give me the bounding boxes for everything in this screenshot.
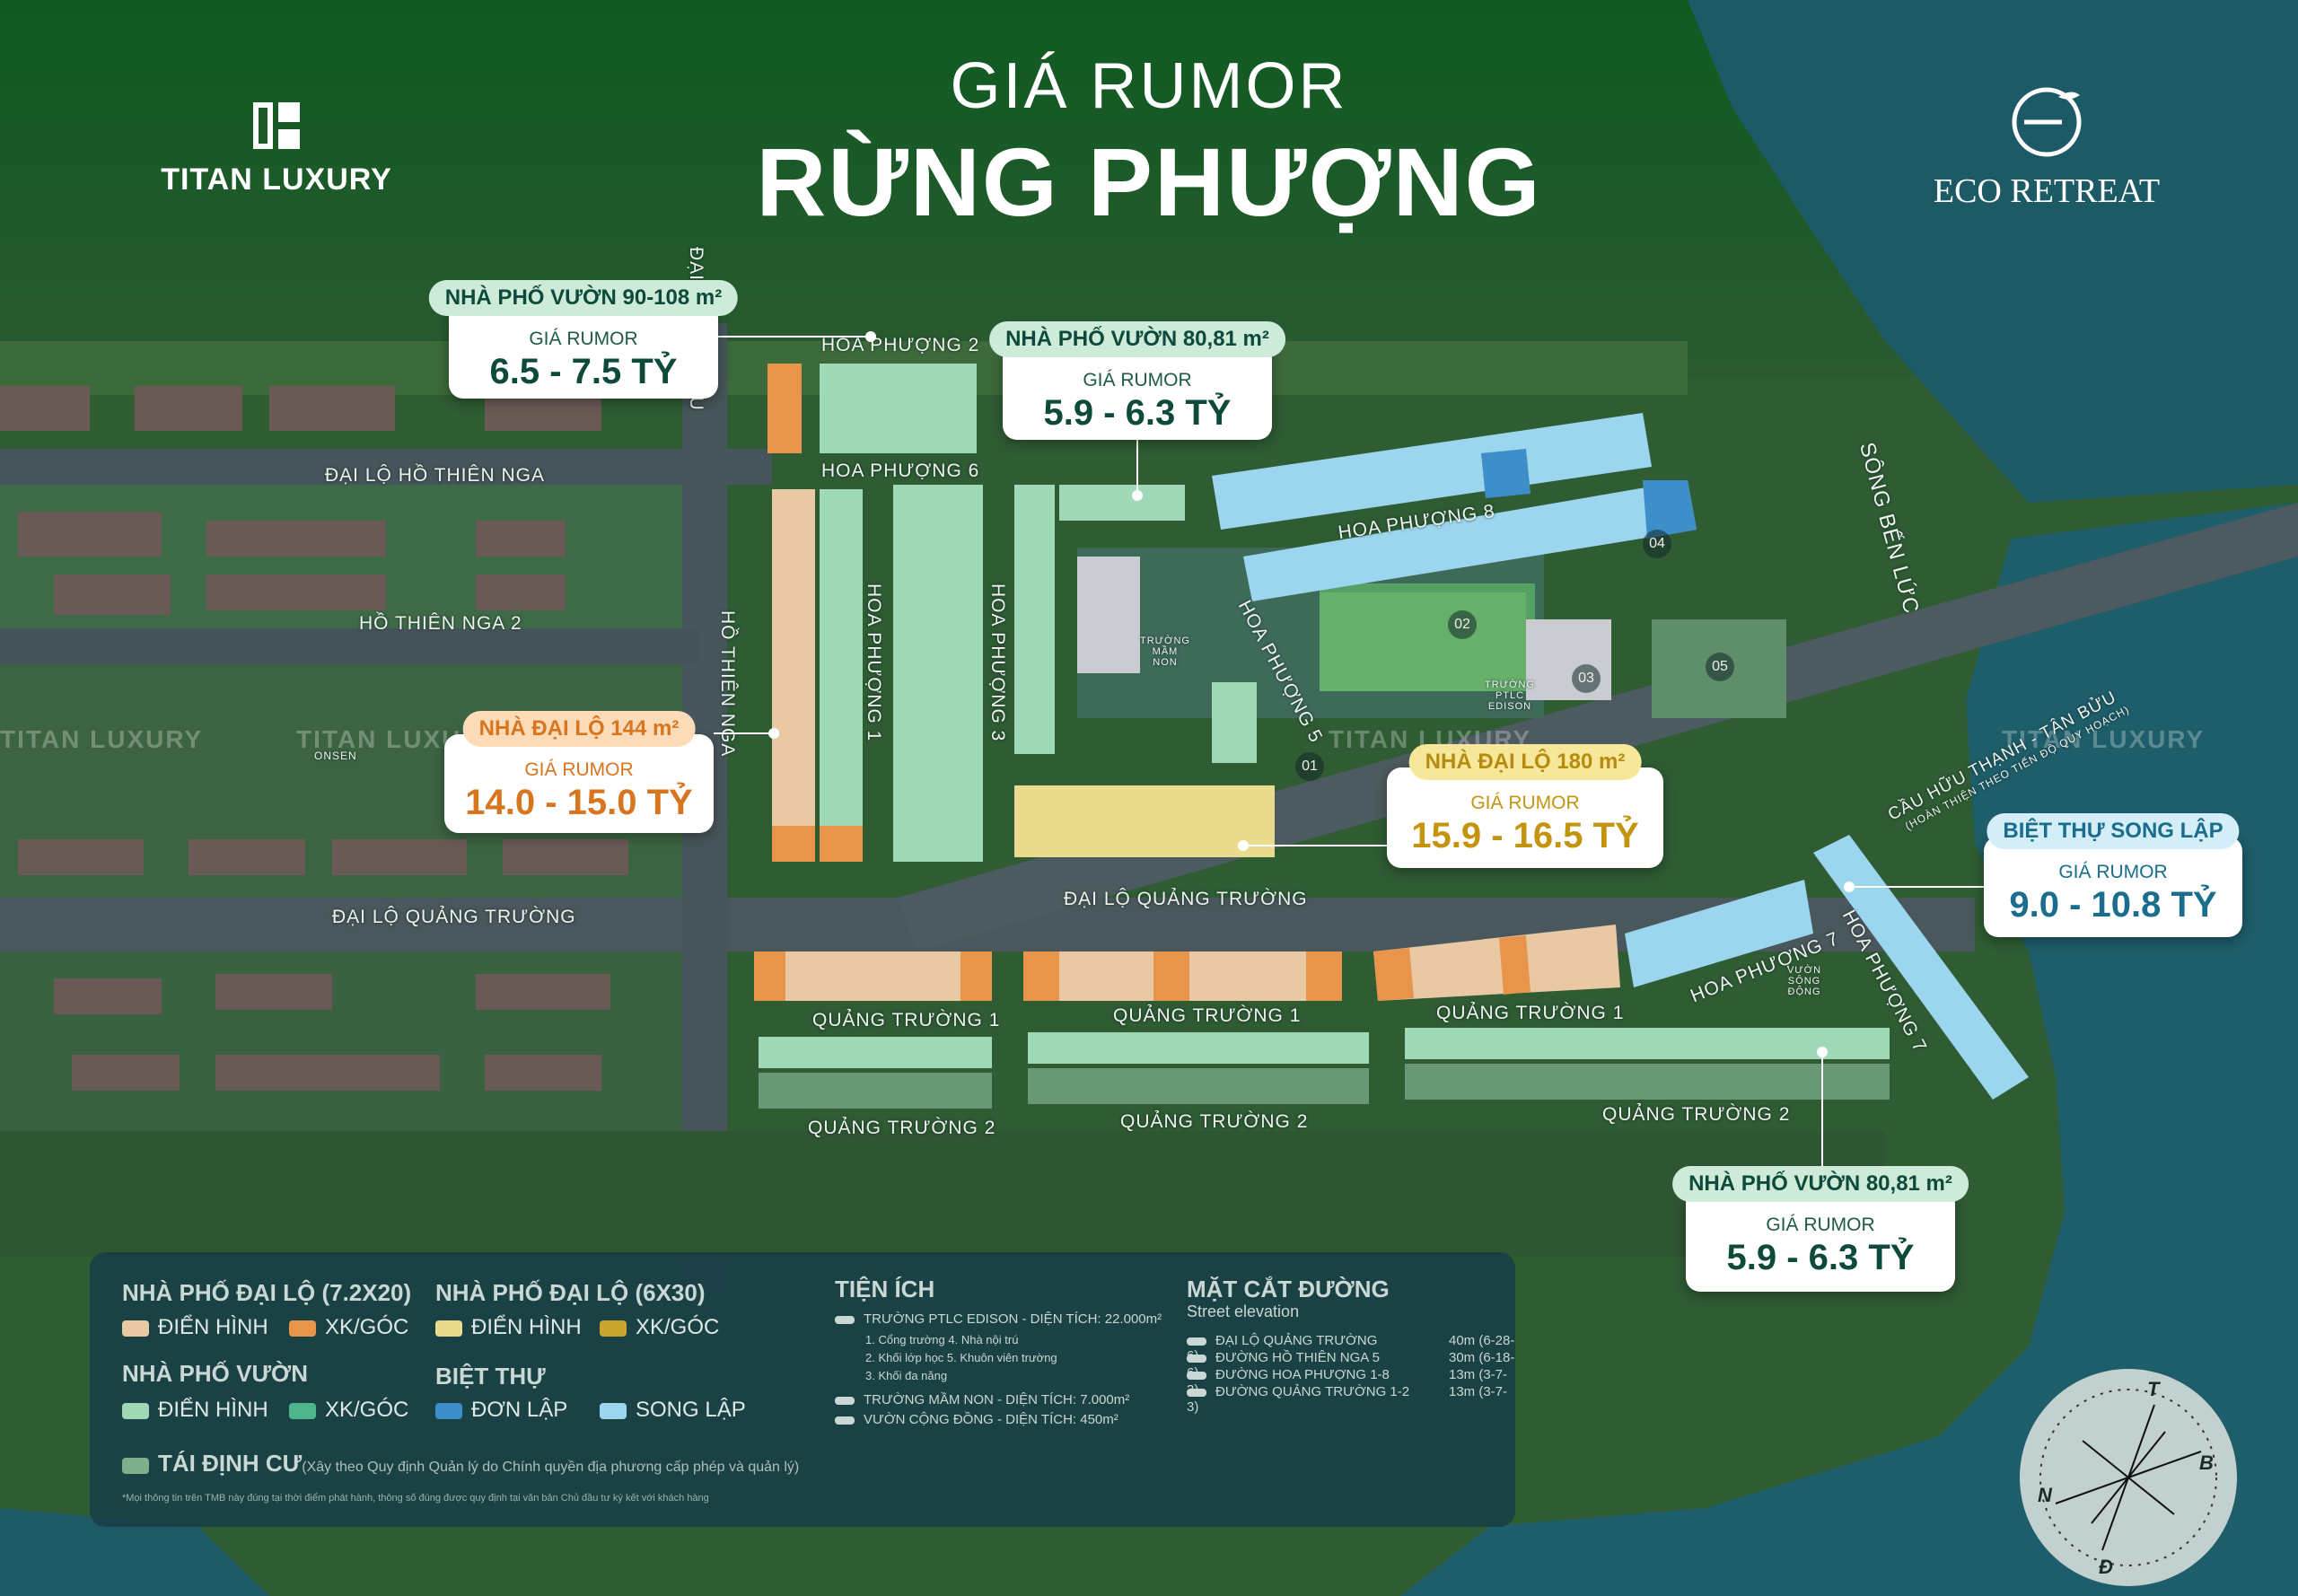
eco-retreat-brand: ECO RETREAT xyxy=(1912,79,2181,211)
callout-tag: NHÀ ĐẠI LỘ 180 m² xyxy=(1408,744,1642,780)
street-quang-truong-1a: QUẢNG TRƯỜNG 1 xyxy=(812,1010,1001,1030)
callout-price: 6.5 - 7.5 TỶ xyxy=(489,352,678,391)
watermark: TITAN LUXURY xyxy=(2002,725,2206,753)
legend-vuon-dien-hinh: ĐIỂN HÌNH xyxy=(122,1398,268,1423)
tien-ich-item: 1. Cổng trường 4. Nhà nội trú xyxy=(865,1333,1019,1346)
street-quang-truong-2a: QUẢNG TRƯỜNG 2 xyxy=(808,1118,996,1138)
label-truong-mam-non: TRƯỜNG MẦM NON xyxy=(1140,636,1190,668)
tien-ich-item: VƯỜN CỘNG ĐỒNG - DIỆN TÍCH: 450m² xyxy=(835,1412,1118,1427)
compass-n: N xyxy=(2038,1484,2052,1506)
titan-luxury-brand: TITAN LUXURY xyxy=(160,99,393,197)
callout-tag: NHÀ PHỐ VƯỜN 90-108 m² xyxy=(428,280,739,316)
legend-dai-lo-72-xk-goc: XK/GÓC xyxy=(289,1315,408,1340)
legend-panel: NHÀ PHỐ ĐẠI LỘ (7.2X20) NHÀ PHỐ ĐẠI LỘ (… xyxy=(90,1252,1515,1527)
callout-nha-pho-vuon-80-81-top[interactable]: NHÀ PHỐ VƯỜN 80,81 m² GIÁ RUMOR 5.9 - 6.… xyxy=(989,321,1285,440)
compass-rose-icon xyxy=(2039,1389,2217,1566)
callout-tag: NHÀ ĐẠI LỘ 144 m² xyxy=(462,711,696,747)
street-dai-lo-ho-thien-nga: ĐẠI LỘ HỒ THIÊN NGA xyxy=(325,465,545,486)
callout-tag: BIỆT THỰ SONG LẬP xyxy=(1987,813,2240,849)
marker-01: 01 xyxy=(1295,752,1324,781)
street-dai-lo-quang-truong-mid: ĐẠI LỘ QUẢNG TRƯỜNG xyxy=(1064,889,1308,909)
street-ho-thien-nga-2: HỒ THIÊN NGA 2 xyxy=(359,613,522,634)
watermark: TITAN LUXURY xyxy=(0,725,204,753)
callout-nha-pho-vuon-80-81-bottom[interactable]: NHÀ PHỐ VƯỜN 80,81 m² GIÁ RUMOR 5.9 - 6.… xyxy=(1672,1166,1969,1292)
callout-tag: NHÀ PHỐ VƯỜN 80,81 m² xyxy=(1672,1166,1969,1202)
legend-heading-tien-ich: TIỆN ÍCH xyxy=(835,1276,935,1302)
tien-ich-item: TRƯỜNG MẦM NON - DIỆN TÍCH: 7.000m² xyxy=(835,1392,1129,1407)
label-truong-ptlc: TRƯỜNG PTLC EDISON xyxy=(1485,680,1535,712)
compass-b: B xyxy=(2199,1451,2214,1474)
callout-sub: GIÁ RUMOR xyxy=(2058,862,2168,882)
callout-nha-dai-lo-144[interactable]: NHÀ ĐẠI LỘ 144 m² GIÁ RUMOR 14.0 - 15.0 … xyxy=(444,711,714,833)
page-title: RỪNG PHƯỢNG xyxy=(756,127,1542,236)
tien-ich-item: 2. Khối lớp học 5. Khuôn viên trường xyxy=(865,1351,1057,1364)
legend-heading-pho-dai-lo-6: NHÀ PHỐ ĐẠI LỘ (6X30) xyxy=(435,1279,706,1306)
label-onsen: ONSEN xyxy=(314,750,357,762)
compass-d: Đ xyxy=(2099,1556,2113,1578)
eco-retreat-logo-icon xyxy=(2012,87,2082,157)
street-hoa-phuong-6: HOA PHƯỢNG 6 xyxy=(821,460,980,481)
legend-heading-biet-thu: BIỆT THỰ xyxy=(435,1363,546,1390)
street-hoa-phuong-2: HOA PHƯỢNG 2 xyxy=(821,335,980,355)
titan-luxury-logo-icon xyxy=(253,102,300,149)
compass-t: T xyxy=(2147,1378,2160,1400)
callout-nha-dai-lo-180[interactable]: NHÀ ĐẠI LỘ 180 m² GIÁ RUMOR 15.9 - 16.5 … xyxy=(1387,744,1663,868)
legend-dai-lo-6-dien-hinh: ĐIỂN HÌNH xyxy=(435,1315,582,1340)
callout-tag: NHÀ PHỐ VƯỜN 80,81 m² xyxy=(989,321,1285,357)
marker-05: 05 xyxy=(1706,653,1734,681)
tien-ich-item: TRƯỜNG PTLC EDISON - DIỆN TÍCH: 22.000m² xyxy=(835,1311,1162,1327)
marker-04: 04 xyxy=(1643,530,1671,558)
legend-tai-dinh-cu: TÁI ĐỊNH CƯ(Xây theo Quy định Quản lý do… xyxy=(122,1450,799,1478)
callout-sub: GIÁ RUMOR xyxy=(529,329,638,349)
legend-heading-pho-dai-lo-72: NHÀ PHỐ ĐẠI LỘ (7.2X20) xyxy=(122,1279,412,1306)
legend-street-elevation: Street elevation xyxy=(1187,1302,1300,1320)
legend-heading-nha-pho-vuon: NHÀ PHỐ VƯỜN xyxy=(122,1360,308,1387)
callout-price: 15.9 - 16.5 TỶ xyxy=(1411,816,1639,855)
legend-heading-mat-cat: MẶT CẮT ĐƯỜNG xyxy=(1187,1276,1390,1302)
brand-right-label: ECO RETREAT xyxy=(1933,172,2161,210)
legend-dai-lo-72-dien-hinh: ĐIỂN HÌNH xyxy=(122,1315,268,1340)
brand-left-label: TITAN LUXURY xyxy=(161,162,392,197)
label-vuon-song-dong: VƯỜN SÔNG ĐỘNG xyxy=(1786,965,1822,997)
callout-biet-thu-song-lap[interactable]: BIỆT THỰ SONG LẬP GIÁ RUMOR 9.0 - 10.8 T… xyxy=(1984,813,2242,937)
street-dai-lo-quang-truong-left: ĐẠI LỘ QUẢNG TRƯỜNG xyxy=(332,907,576,927)
compass: N T B Đ xyxy=(2020,1369,2237,1586)
street-quang-truong-2b: QUẢNG TRƯỜNG 2 xyxy=(1120,1111,1309,1132)
callout-sub: GIÁ RUMOR xyxy=(1083,370,1192,390)
callout-price: 9.0 - 10.8 TỶ xyxy=(2009,885,2217,925)
street-quang-truong-1c: QUẢNG TRƯỜNG 1 xyxy=(1436,1003,1625,1023)
legend-song-lap: SONG LẬP xyxy=(600,1398,746,1423)
callout-sub: GIÁ RUMOR xyxy=(1766,1215,1875,1235)
marker-03: 03 xyxy=(1572,664,1601,693)
street-quang-truong-1b: QUẢNG TRƯỜNG 1 xyxy=(1113,1005,1302,1026)
tien-ich-item: 3. Khối đa năng xyxy=(865,1369,948,1382)
callout-sub: GIÁ RUMOR xyxy=(1470,793,1580,813)
page-subtitle: GIÁ RUMOR xyxy=(950,50,1348,122)
callout-nha-pho-vuon-90-108[interactable]: NHÀ PHỐ VƯỜN 90-108 m² GIÁ RUMOR 6.5 - 7… xyxy=(428,280,739,399)
river xyxy=(1688,0,2298,503)
street-quang-truong-2c: QUẢNG TRƯỜNG 2 xyxy=(1602,1104,1791,1125)
legend-footnote: *Mọi thông tin trên TMB này đúng tại thờ… xyxy=(122,1493,709,1504)
callout-sub: GIÁ RUMOR xyxy=(524,759,634,780)
callout-price: 5.9 - 6.3 TỶ xyxy=(1043,393,1232,433)
callout-price: 14.0 - 15.0 TỶ xyxy=(465,783,693,822)
legend-vuon-xk-goc: XK/GÓC xyxy=(289,1398,408,1423)
legend-dai-lo-6-xk-goc: XK/GÓC xyxy=(600,1315,719,1340)
legend-don-lap: ĐƠN LẬP xyxy=(435,1398,567,1423)
marker-02: 02 xyxy=(1448,610,1477,639)
callout-price: 5.9 - 6.3 TỶ xyxy=(1726,1238,1915,1277)
